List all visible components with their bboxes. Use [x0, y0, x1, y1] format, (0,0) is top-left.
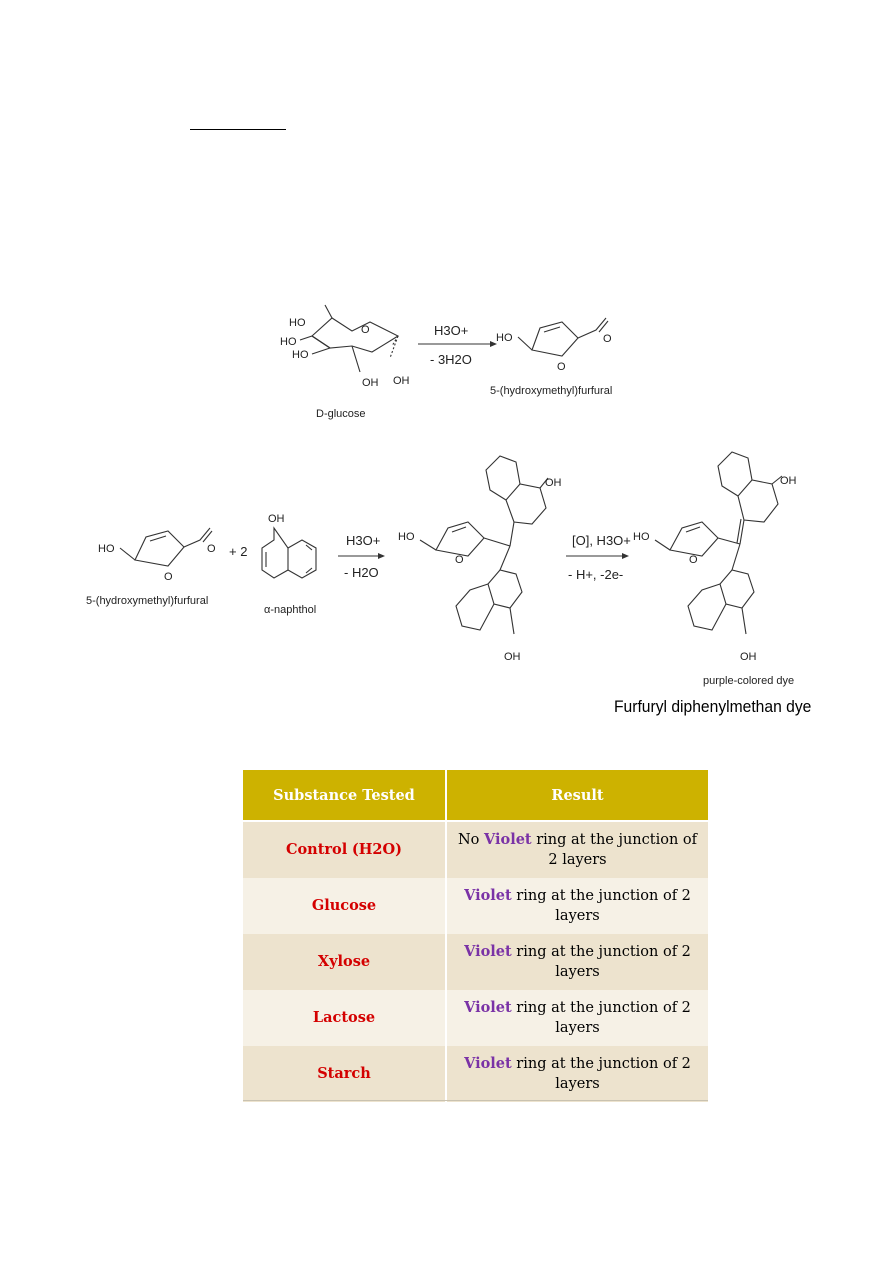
result-rest: ring at the junction of 2 layers [516, 1056, 691, 1092]
substance-extra: (H2O) [351, 841, 403, 858]
substance-name: Control [285, 841, 348, 858]
dye-structure: HO O OH OH purple-colored dye [633, 451, 797, 687]
result-rest: ring at the junction of 2 layers [536, 832, 698, 868]
substance-cell: Control (H2O) [243, 820, 447, 878]
substance-cell: Glucose [243, 878, 447, 934]
result-cell: Violet ring at the junction of 2 layers [446, 878, 708, 934]
result-prefix: No [457, 832, 480, 848]
hmf-structure-2: HO O O 5-(hydroxymethyl)furfural [86, 527, 216, 607]
substance-name: Starch [317, 1065, 371, 1082]
naphthol-oh: OH [268, 513, 285, 525]
step2-reagent-top: [O], H3O+ [572, 533, 631, 548]
glucose-label: D-glucose [316, 408, 366, 420]
intermediate-o: O [455, 554, 464, 566]
table-row: Control (H2O) No Violet ring at the junc… [243, 820, 708, 878]
step2-reagent-bottom: - H+, -2e- [568, 567, 623, 582]
result-violet: Violet [464, 943, 512, 960]
result-cell: Violet ring at the junction of 2 layers [446, 990, 708, 1046]
hmf2-ho: HO [98, 543, 115, 555]
intermediate-oh-top: OH [545, 477, 562, 489]
header-substance: Substance Tested [243, 770, 447, 821]
heading-underline [190, 129, 286, 130]
substance-name: Lactose [312, 1009, 376, 1026]
glucose-oh-2: OH [393, 375, 410, 387]
d-glucose-structure: HO HO HO O OH OH D-glucose [280, 304, 410, 420]
reaction1-reagent-bottom: - 3H2O [430, 352, 472, 367]
result-violet: Violet [464, 1055, 512, 1072]
reaction-scheme: HO HO HO O OH OH D-glucose H3O+ - 3H2O H… [86, 304, 797, 687]
result-violet: Violet [464, 999, 512, 1016]
substance-cell: Lactose [243, 990, 447, 1046]
result-cell: No Violet ring at the junction of 2 laye… [446, 820, 708, 878]
hmf-ho: HO [496, 332, 513, 344]
substance-name: Glucose [311, 897, 377, 914]
result-rest: ring at the junction of 2 layers [516, 1000, 691, 1036]
table-bottom-border [243, 1100, 708, 1101]
table-row: Glucose Violet ring at the junction of 2… [243, 878, 708, 934]
table-row: Starch Violet ring at the junction of 2 … [243, 1046, 708, 1102]
dye-oh-bottom: OH [740, 651, 757, 663]
result-rest: ring at the junction of 2 layers [516, 888, 691, 924]
dye-caption: Furfuryl diphenylmethan dye [614, 697, 812, 716]
glucose-ho-1: HO [289, 317, 306, 329]
result-cell: Violet ring at the junction of 2 layers [446, 934, 708, 990]
step1-reagent-top: H3O+ [346, 533, 380, 548]
result-violet: Violet [484, 831, 532, 848]
reaction1-arrow: H3O+ - 3H2O [418, 323, 497, 367]
results-table: Substance Tested Result Control (H2O) No… [243, 770, 708, 1102]
reaction1-reagent-top: H3O+ [434, 323, 468, 338]
intermediate-oh-bottom: OH [504, 651, 521, 663]
naphthol-label: α-naphthol [264, 604, 316, 616]
hmf-structure-1: HO O O 5-(hydroxymethyl)furfural [490, 317, 612, 397]
reaction2-arrow-2: [O], H3O+ - H+, -2e- [566, 533, 631, 582]
hmf-o: O [557, 361, 566, 373]
result-rest: ring at the junction of 2 layers [516, 944, 691, 980]
dye-oh-top: OH [780, 475, 797, 487]
table-header-row: Substance Tested Result [243, 770, 708, 821]
result-cell: Violet ring at the junction of 2 layers [446, 1046, 708, 1102]
hmf-label: 5-(hydroxymethyl)furfural [490, 385, 612, 397]
dye-ho: HO [633, 531, 650, 543]
substance-cell: Xylose [243, 934, 447, 990]
alpha-naphthol-structure: OH α-naphthol [261, 513, 317, 616]
hmf2-label: 5-(hydroxymethyl)furfural [86, 595, 208, 607]
reaction2-arrow-1: H3O+ - H2O [338, 533, 385, 580]
intermediate-ho: HO [398, 531, 415, 543]
dye-label: purple-colored dye [703, 675, 794, 687]
substance-cell: Starch [243, 1046, 447, 1102]
intermediate-structure: HO O OH OH [398, 455, 562, 663]
dye-o: O [689, 554, 698, 566]
glucose-oh-1: OH [362, 377, 379, 389]
header-result: Result [446, 770, 708, 821]
hmf2-aldehyde-o: O [207, 543, 216, 555]
glucose-ho-2: HO [280, 336, 297, 348]
result-violet: Violet [464, 887, 512, 904]
hmf-aldehyde-o: O [603, 333, 612, 345]
hmf2-o: O [164, 571, 173, 583]
glucose-ring-o: O [361, 324, 370, 336]
substance-name: Xylose [317, 953, 371, 970]
table-row: Xylose Violet ring at the junction of 2 … [243, 934, 708, 990]
step1-reagent-bottom: - H2O [344, 565, 379, 580]
glucose-ho-3: HO [292, 349, 309, 361]
plus-two: + 2 [229, 544, 247, 559]
table-row: Lactose Violet ring at the junction of 2… [243, 990, 708, 1046]
